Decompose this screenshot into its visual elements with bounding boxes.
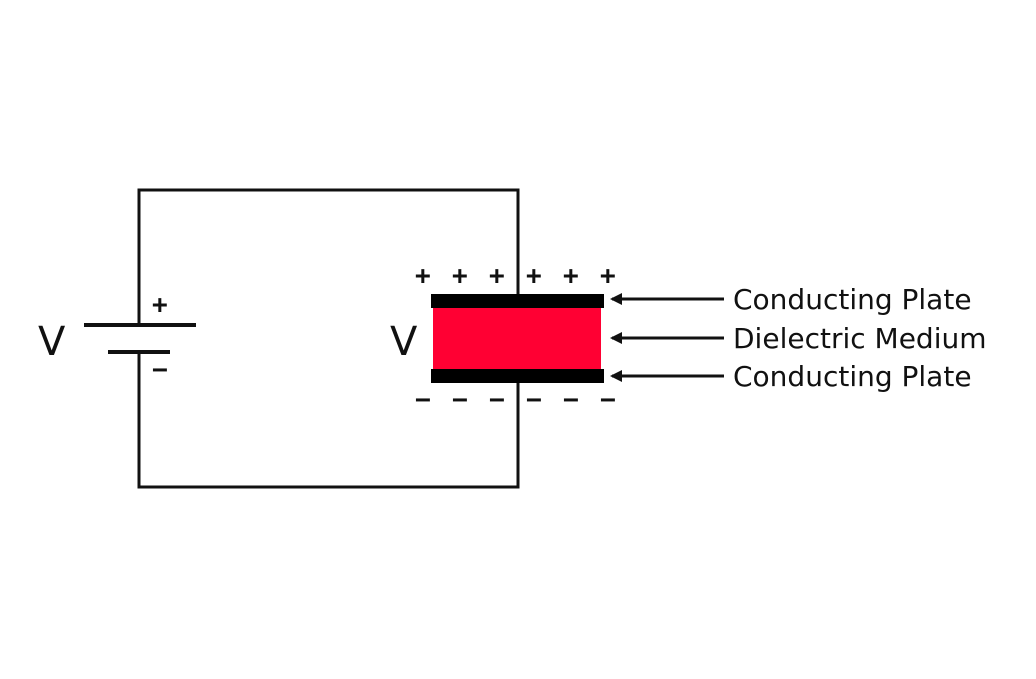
capacitor-voltage-label: V (390, 319, 418, 365)
negative-charge: − (452, 385, 468, 415)
capacitor-symbol (431, 294, 604, 383)
positive-charge: + (600, 261, 616, 291)
negative-charge: − (415, 385, 431, 415)
negative-charge: − (526, 385, 542, 415)
negative-charge: − (600, 385, 616, 415)
positive-charge: + (489, 261, 505, 291)
bottom-plate-charges: − − − − − − (415, 385, 616, 415)
positive-charge: + (526, 261, 542, 291)
top-conducting-plate (431, 294, 604, 308)
battery-positive-sign: + (152, 290, 168, 320)
positive-charge: + (415, 261, 431, 291)
negative-charge: − (563, 385, 579, 415)
battery-voltage-label: V (38, 319, 66, 365)
bottom-conducting-plate (431, 369, 604, 383)
bottom-wire (137, 352, 520, 489)
label-dielectric-medium: Dielectric Medium (733, 322, 987, 355)
battery-negative-sign: − (152, 355, 168, 385)
top-wire (137, 188, 520, 303)
label-bottom-conducting-plate: Conducting Plate (733, 360, 972, 393)
battery-symbol (84, 303, 196, 354)
dielectric-medium (433, 306, 601, 370)
negative-charge: − (489, 385, 505, 415)
positive-charge: + (563, 261, 579, 291)
top-plate-charges: + + + + + + (415, 261, 616, 291)
label-top-conducting-plate: Conducting Plate (733, 283, 972, 316)
positive-charge: + (452, 261, 468, 291)
circuit-wires (137, 188, 520, 489)
callout-arrows (610, 293, 724, 382)
